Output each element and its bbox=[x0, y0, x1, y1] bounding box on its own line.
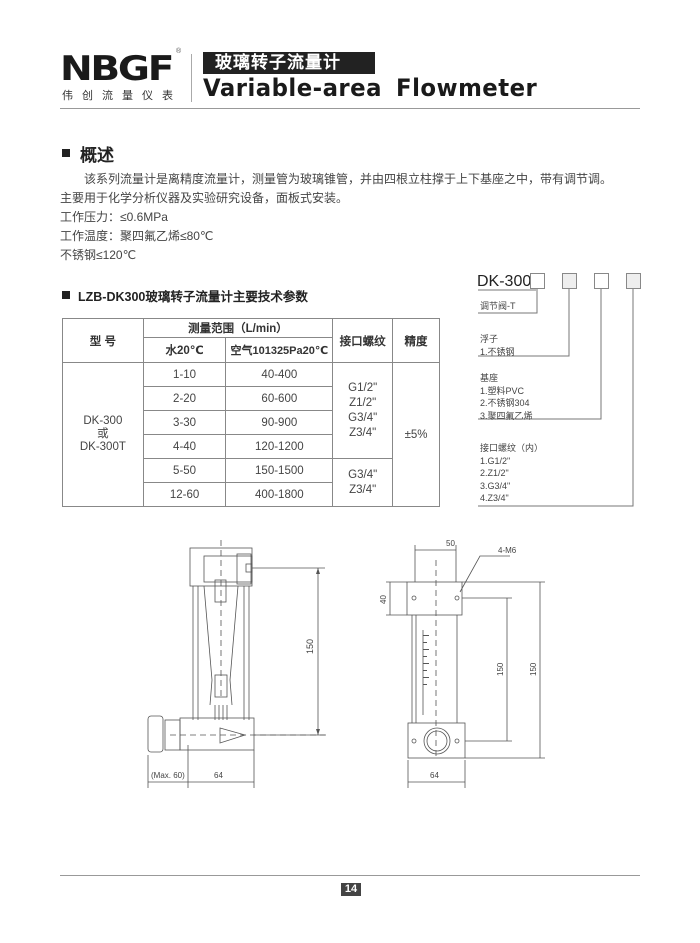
code-box-base bbox=[594, 273, 609, 289]
air-range: 90-900 bbox=[225, 410, 334, 435]
thread: G1/2" bbox=[348, 381, 378, 394]
water-range: 2-20 bbox=[142, 386, 227, 411]
dim-front-width: 64 bbox=[214, 771, 223, 780]
dim-side-top: 50 bbox=[446, 539, 455, 548]
brand-subtitle: 伟创流量仪表 bbox=[62, 90, 182, 102]
page-number: 14 bbox=[341, 883, 361, 896]
model-code-prefix: DK-300 bbox=[477, 273, 532, 290]
code-box-thread bbox=[626, 273, 641, 289]
thread: G3/4" bbox=[348, 468, 378, 481]
dim-front-height: 150 bbox=[305, 639, 315, 654]
registered-mark: ® bbox=[176, 48, 182, 55]
header-model: 型 号 bbox=[62, 318, 144, 363]
front-view-drawing: 150 (Max. 60) 64 bbox=[147, 540, 330, 788]
thread: Z3/4" bbox=[349, 483, 377, 496]
header-divider bbox=[191, 54, 192, 102]
code-float-group: 浮子 1.不锈钢 bbox=[480, 333, 515, 358]
thread-cell: G1/2" Z1/2" G3/4" Z3/4" bbox=[332, 362, 394, 459]
footer-rule bbox=[60, 875, 640, 876]
overview-text: 该系列流量计是离精度流量计，测量管为玻璃锥管，并由四根立柱撑于上下基座之中，带有… bbox=[60, 170, 660, 265]
accuracy-cell: ±5% bbox=[392, 362, 440, 507]
water-range: 4-40 bbox=[142, 434, 227, 459]
title-chinese: 玻璃转子流量计 bbox=[203, 52, 375, 74]
code-option: 1.G1/2" bbox=[480, 455, 511, 466]
water-range: 5-50 bbox=[142, 458, 227, 483]
table-row: 5-50 150-1500 G3/4" Z3/4" bbox=[63, 458, 440, 507]
code-option: 3.聚四氟乙烯 bbox=[480, 410, 533, 421]
code-base-title: 基座 bbox=[480, 373, 499, 383]
code-option: 3.G3/4" bbox=[480, 480, 511, 491]
scale-ticks bbox=[423, 635, 429, 685]
overview-line: 该系列流量计是离精度流量计，测量管为玻璃锥管，并由四根立柱撑于上下基座之中，带有… bbox=[84, 172, 613, 186]
title-english: Variable-area Flowmeter bbox=[203, 74, 538, 102]
header-air: 空气101325Pa20℃ bbox=[225, 337, 334, 363]
air-range: 150-1500 bbox=[225, 458, 334, 483]
overview-line: 主要用于化学分析仪器及实验研究设备，面板式安装。 bbox=[60, 191, 349, 205]
header-accuracy: 精度 bbox=[392, 318, 440, 363]
code-float-title: 浮子 bbox=[480, 334, 499, 344]
header-range: 测量范围（L/min） bbox=[142, 318, 334, 338]
model-cell: DK-300 或 DK-300T bbox=[62, 362, 144, 507]
water-range: 3-30 bbox=[142, 410, 227, 435]
code-thread-title: 接口螺纹（内） bbox=[480, 443, 544, 453]
model-or: 或 bbox=[97, 428, 109, 440]
dim-side-width: 64 bbox=[430, 771, 439, 780]
specs-table: 型 号 测量范围（L/min） 接口螺纹 精度 水20℃ 空气101325Pa2… bbox=[62, 318, 440, 507]
brand-logo: NBGF bbox=[60, 49, 174, 89]
code-valve-label: 调节阀-T bbox=[480, 301, 516, 311]
dim-side-block: 40 bbox=[379, 595, 388, 604]
code-option: 2.不锈钢304 bbox=[480, 398, 530, 408]
air-range: 60-600 bbox=[225, 386, 334, 411]
code-box-float bbox=[562, 273, 577, 289]
model-code-leaders bbox=[478, 289, 634, 507]
overview-heading: 概述 bbox=[80, 146, 114, 165]
dim-side-outer: 150 bbox=[529, 662, 538, 676]
dim-front-max: (Max. 60) bbox=[151, 771, 185, 780]
specs-heading: LZB-DK300玻璃转子流量计主要技术参数 bbox=[78, 290, 308, 304]
code-option: 2.Z1/2" bbox=[480, 468, 509, 478]
bullet-icon bbox=[62, 149, 70, 157]
side-view-drawing: 50 40 150 150 64 4-M6 bbox=[379, 539, 545, 788]
thread: Z1/2" bbox=[349, 396, 377, 409]
thread: G3/4" bbox=[348, 411, 378, 424]
overview-line: 不锈钢≤120℃ bbox=[60, 248, 137, 262]
dim-side-holes: 4-M6 bbox=[498, 546, 517, 555]
header-water: 水20℃ bbox=[142, 337, 227, 363]
model-name: DK-300 bbox=[83, 415, 123, 427]
water-range: 12-60 bbox=[142, 482, 227, 507]
header-thread: 接口螺纹 bbox=[332, 318, 394, 363]
table-row: DK-300 或 DK-300T 1-10 40-400 G1/2" Z1/2"… bbox=[62, 362, 440, 507]
water-range: 1-10 bbox=[142, 362, 227, 387]
code-thread-group: 接口螺纹（内） 1.G1/2" 2.Z1/2" 3.G3/4" 4.Z3/4" bbox=[480, 442, 543, 505]
header-rule bbox=[60, 108, 640, 109]
code-option: 1.不锈钢 bbox=[480, 346, 515, 357]
thread: Z3/4" bbox=[349, 426, 377, 439]
code-option: 1.塑料PVC bbox=[480, 385, 525, 396]
code-box-valve bbox=[530, 273, 545, 289]
air-range: 400-1800 bbox=[225, 482, 334, 507]
model-name-t: DK-300T bbox=[79, 441, 126, 453]
overview-line: 工作温度：聚四氟乙烯≤80℃ bbox=[60, 229, 214, 243]
bullet-icon bbox=[62, 291, 70, 299]
code-option: 4.Z3/4" bbox=[480, 493, 509, 503]
dim-side-inner: 150 bbox=[496, 662, 505, 676]
air-range: 40-400 bbox=[225, 362, 334, 387]
overview-line: 工作压力：≤0.6MPa bbox=[60, 210, 168, 224]
code-base-group: 基座 1.塑料PVC 2.不锈钢304 3.聚四氟乙烯 bbox=[480, 372, 533, 422]
thread-cell: G3/4" Z3/4" bbox=[332, 458, 394, 507]
air-range: 120-1200 bbox=[225, 434, 334, 459]
